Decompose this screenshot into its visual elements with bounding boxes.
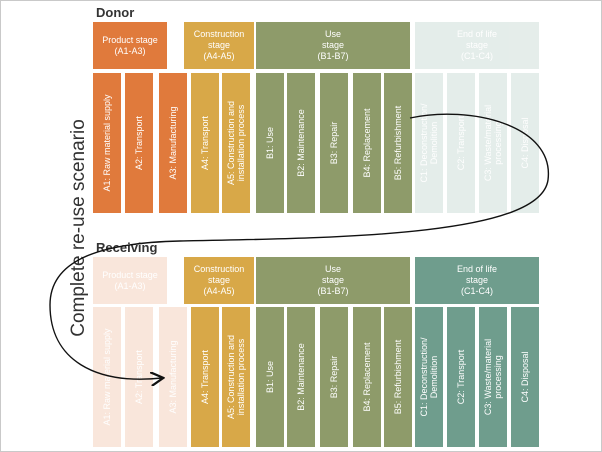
- donor-module-10: B5: Refurbishment: [384, 73, 412, 213]
- receiving-module-4: A4: Transport: [191, 307, 219, 447]
- receiving-stage-use: Use stage (B1-B7): [256, 257, 410, 304]
- receiving-module-9: B4: Replacement: [353, 307, 381, 447]
- donor-module-3: A3: Manufacturing: [159, 73, 187, 213]
- donor-stage-eol: End of life stage (C1-C4): [415, 22, 539, 69]
- donor-module-11: C1: Deconstruction/ Demolition: [415, 73, 443, 213]
- receiving-module-13: C3: Waste/material processing: [479, 307, 507, 447]
- receiving-stage-construction: Construction stage (A4-A5): [184, 257, 254, 304]
- receiving-module-11: C1: Deconstruction/ Demolition: [415, 307, 443, 447]
- receiving-module-6: B1: Use: [256, 307, 284, 447]
- donor-module-13: C3: Waste/material processing: [479, 73, 507, 213]
- donor-module-5: A5: Construction and installation proces…: [222, 73, 250, 213]
- receiving-module-2: A2: Transport: [125, 307, 153, 447]
- donor-module-7: B2: Maintenance: [287, 73, 315, 213]
- receiving-module-8: B3: Repair: [320, 307, 348, 447]
- receiving-module-10: B5: Refurbishment: [384, 307, 412, 447]
- receiving-stage-eol: End of life stage (C1-C4): [415, 257, 539, 304]
- receiving-stage-product: Product stage (A1-A3): [93, 257, 167, 304]
- donor-module-9: B4: Replacement: [353, 73, 381, 213]
- donor-title: Donor: [96, 5, 135, 20]
- donor-module-12: C2: Transport: [447, 73, 475, 213]
- donor-module-2: A2: Transport: [125, 73, 153, 213]
- donor-stage-product: Product stage (A1-A3): [93, 22, 167, 69]
- receiving-module-12: C2: Transport: [447, 307, 475, 447]
- donor-module-14: C4: Disposal: [511, 73, 539, 213]
- donor-stage-use: Use stage (B1-B7): [256, 22, 410, 69]
- donor-stage-construction: Construction stage (A4-A5): [184, 22, 254, 69]
- receiving-module-14: C4: Disposal: [511, 307, 539, 447]
- donor-module-1: A1: Raw material supply: [93, 73, 121, 213]
- receiving-module-5: A5: Construction and installation proces…: [222, 307, 250, 447]
- receiving-module-7: B2: Maintenance: [287, 307, 315, 447]
- donor-module-8: B3: Repair: [320, 73, 348, 213]
- donor-module-6: B1: Use: [256, 73, 284, 213]
- donor-module-4: A4: Transport: [191, 73, 219, 213]
- arrow-path: [49, 113, 549, 379]
